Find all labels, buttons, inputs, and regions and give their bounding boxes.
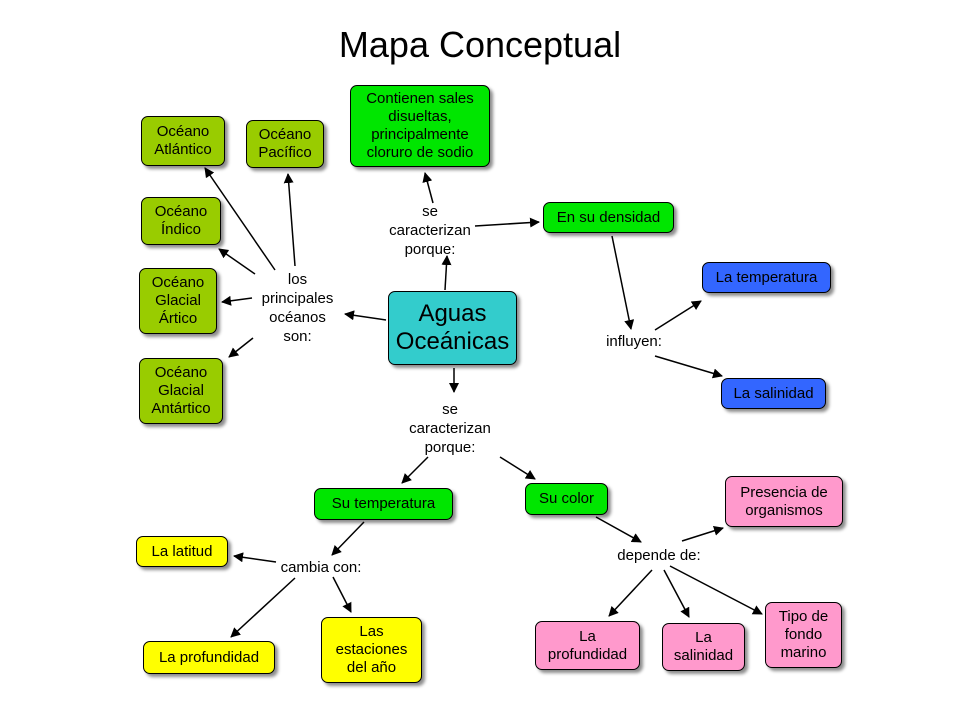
arrow-central-to-principales — [344, 310, 387, 321]
arrow-temp-to-cambia — [331, 521, 365, 556]
node-oceano-indico: Océano Índico — [141, 197, 221, 245]
link-cambia-con: cambia con: — [280, 559, 362, 576]
arrow-to-organismos — [681, 525, 724, 542]
node-aguas-oceanicas: Aguas Oceánicas — [388, 291, 517, 365]
arrow-to-densidad — [474, 217, 540, 228]
link-principales-oceanos: los principales océanos son: — [261, 271, 334, 345]
node-oceano-antartico: Océano Glacial Antártico — [139, 358, 223, 424]
arrow-to-profundidad-t — [230, 577, 296, 638]
node-presencia-organismos: Presencia de organismos — [725, 476, 843, 527]
arrow-central-to-caracterizan — [441, 255, 452, 291]
node-la-temperatura-densidad: La temperatura — [702, 262, 831, 293]
arrow-to-profundidad-c — [608, 569, 653, 617]
node-la-latitud: La latitud — [136, 536, 228, 567]
node-su-color: Su color — [525, 483, 608, 515]
node-las-estaciones: Las estaciones del año — [321, 617, 422, 683]
arrow-color-to-depende — [595, 516, 642, 543]
arrow-to-temperatura-d — [654, 300, 702, 331]
arrow-to-artico — [221, 295, 253, 306]
arrow-to-fondo — [669, 565, 763, 615]
arrow-to-salinidad-d — [654, 355, 723, 379]
arrow-to-su-temperatura — [401, 456, 429, 484]
node-la-profundidad-color: La profundidad — [535, 621, 640, 670]
arrow-to-sales — [422, 172, 434, 204]
arrow-to-atlantico — [204, 167, 276, 271]
arrow-to-su-color — [499, 456, 536, 480]
arrow-to-latitud — [233, 552, 277, 563]
link-influyen: influyen: — [606, 333, 662, 350]
node-oceano-atlantico: Océano Atlántico — [141, 116, 225, 166]
node-sales-disueltas: Contienen sales disueltas, principalment… — [350, 85, 490, 167]
node-la-salinidad-densidad: La salinidad — [721, 378, 826, 409]
arrow-to-estaciones — [332, 576, 352, 613]
page-title: Mapa Conceptual — [338, 24, 622, 65]
arrow-to-indico — [218, 248, 256, 275]
node-la-salinidad-color: La salinidad — [662, 623, 745, 671]
link-depende-de: depende de: — [617, 547, 701, 564]
node-oceano-pacifico: Océano Pacífico — [246, 120, 324, 168]
link-caracterizan-top: se caracterizan porque: — [389, 203, 471, 258]
node-su-temperatura: Su temperatura — [314, 488, 453, 520]
arrow-to-antartico — [228, 337, 254, 358]
node-oceano-artico: Océano Glacial Ártico — [139, 268, 217, 334]
node-en-su-densidad: En su densidad — [543, 202, 674, 233]
node-tipo-fondo-marino: Tipo de fondo marino — [765, 602, 842, 668]
node-la-profundidad-temperatura: La profundidad — [143, 641, 275, 674]
arrow-to-pacifico — [283, 173, 296, 267]
link-caracterizan-bottom: se caracterizan porque: — [409, 401, 491, 456]
arrow-to-salinidad-c — [663, 569, 690, 618]
arrow-densidad-to-influyen — [611, 235, 635, 330]
